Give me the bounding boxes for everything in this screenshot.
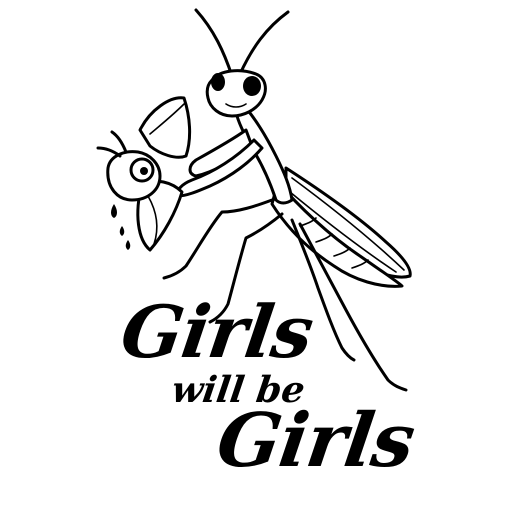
mantis-wing-vein-1 [291,177,405,271]
mantis-abdomen-segment-3 [333,247,351,257]
mantis-antenna-left [194,8,234,78]
mantis-eye-right [243,76,261,96]
prey-fly-antenna-2 [110,130,128,154]
prey-fly-drip-3 [125,240,131,250]
mantis-leg-front [162,198,274,280]
mantis-antenna-right [238,10,290,76]
mantis-mouth [225,103,247,108]
caption-line-girls-bottom: Girls [211,398,420,484]
mantis-eye-left [211,73,225,91]
prey-fly-wing-top [138,96,192,159]
mantis-abdomen-segment-2 [315,233,333,243]
prey-fly-wing-vein-top [149,103,185,135]
caption-line-girls-top: Girls [116,289,318,374]
prey-fly-antenna-1 [96,146,122,158]
prey-fly-drip-2 [119,226,125,236]
prey-fly-drip-1 [111,204,117,218]
prey-fly-pupil [140,167,148,175]
prey-fly-wing-vein-bottom [147,195,158,245]
mantis-leg-rear-left [290,218,356,362]
mantis-abdomen-segment-4 [351,259,369,269]
mantis-leg-rear-right [298,222,408,392]
mantis-leg-middle [208,212,284,324]
mantis-wing-vein-2 [289,191,397,273]
